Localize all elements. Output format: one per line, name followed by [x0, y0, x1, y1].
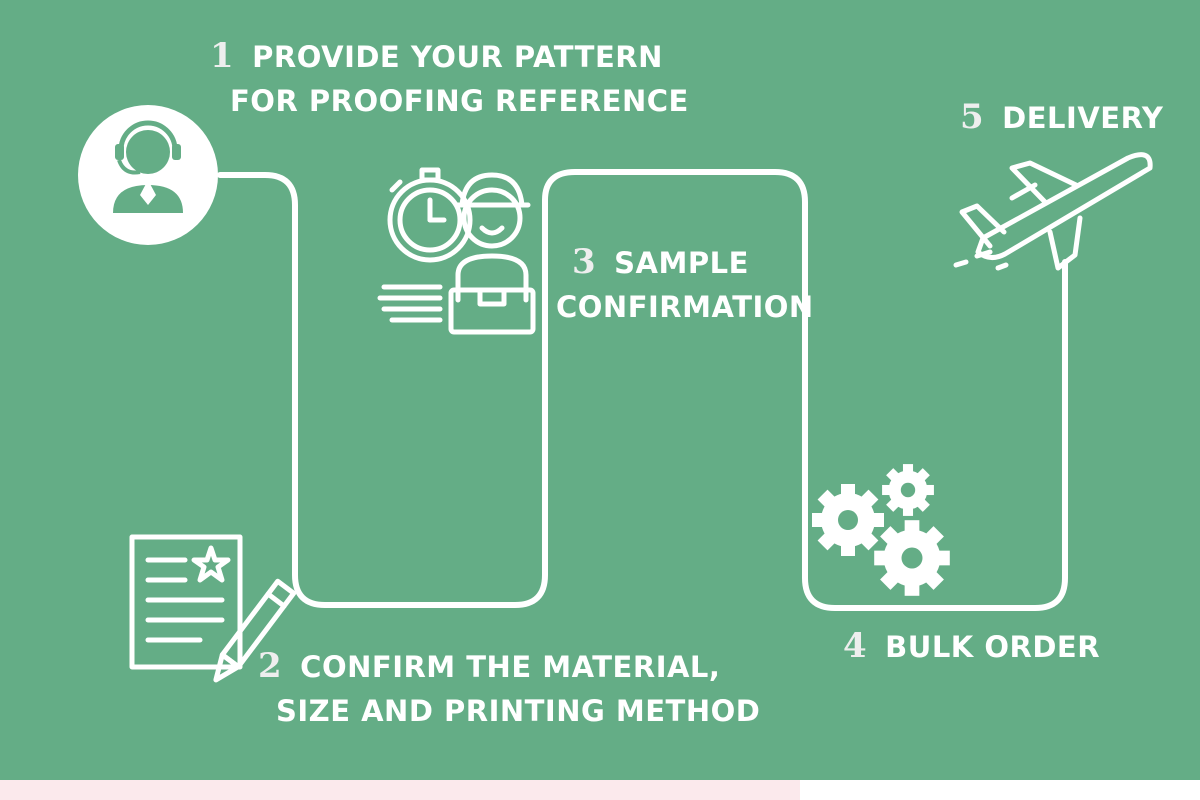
bottom-strip-pink	[0, 780, 800, 800]
step-4-number: 4	[843, 626, 868, 666]
step-2-line-1: CONFIRM THE MATERIAL,	[300, 650, 721, 684]
step-5-line-1: DELIVERY	[1002, 101, 1164, 135]
step-4-line-1: BULK ORDER	[885, 630, 1101, 664]
airplane-icon	[953, 152, 1153, 271]
process-diagram: 1 PROVIDE YOUR PATTERN FOR PROOFING REFER…	[0, 0, 1200, 780]
document-pencil-icon	[129, 534, 297, 683]
step-5-text: 5 DELIVERY	[960, 95, 1163, 140]
step-2-number: 2	[258, 646, 283, 686]
worker-stopwatch-icon	[377, 167, 536, 335]
bottom-strip	[0, 780, 1200, 800]
customer-service-headset-icon	[78, 105, 218, 245]
bottom-strip-white	[800, 780, 1200, 800]
step-5-number: 5	[960, 97, 985, 137]
step-3-number: 3	[572, 242, 597, 282]
step-1-text: 1 PROVIDE YOUR PATTERN FOR PROOFING REFER…	[210, 34, 689, 123]
step-3-text: 3 SAMPLE CONFIRMATION	[556, 240, 814, 329]
connector-path	[217, 169, 1068, 611]
step-4-text: 4 BULK ORDER	[843, 624, 1100, 669]
step-2-line-2: SIZE AND PRINTING METHOD	[276, 694, 761, 728]
step-3-line-2: CONFIRMATION	[556, 290, 814, 324]
step-3-line-1: SAMPLE	[614, 246, 749, 280]
step-2-text: 2 CONFIRM THE MATERIAL, SIZE AND PRINTING…	[258, 644, 760, 733]
step-1-number: 1	[210, 36, 235, 76]
step-1-line-1: PROVIDE YOUR PATTERN	[252, 40, 663, 74]
step-1-line-2: FOR PROOFING REFERENCE	[230, 84, 689, 118]
